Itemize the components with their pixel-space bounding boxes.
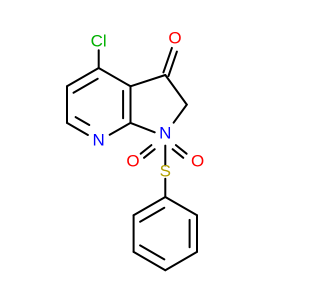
bond-s-o-left-b: [139, 144, 153, 155]
bond-ph-c3-c4-inner: [139, 244, 166, 261]
atom-label-o-sulfonyl-left: O: [126, 151, 139, 170]
atom-label-cl: Cl: [91, 31, 107, 50]
bond-ph-c6-c1: [164, 196, 198, 217]
bond-ph-c3-c4-outer: [132, 250, 167, 272]
structure-canvas: Cl O N N S O O: [0, 0, 300, 300]
bond-c6-n7-inner: [74, 116, 91, 126]
atom-label-o-ketone: O: [168, 28, 181, 47]
bond-n1-c7a: [129, 121, 156, 134]
bond-s-o-right-a: [174, 144, 188, 155]
bond-c3-o-a: [162, 46, 173, 74]
bond-c4-c5-inner: [72, 77, 99, 94]
background: [0, 0, 300, 300]
bond-c3-c2: [164, 74, 188, 106]
bond-c4-c4a: [97, 67, 132, 88]
bond-ph-c4-c5: [164, 250, 198, 272]
bond-ph-c1-c2-outer: [132, 196, 167, 217]
bond-n7-c7a: [108, 121, 132, 136]
bond-c3-o-b: [167, 50, 178, 77]
atom-label-n-pyrrole: N: [159, 123, 171, 142]
bond-c4-c5-outer: [66, 67, 100, 88]
atom-label-s-sulfonyl: S: [160, 161, 171, 180]
bond-s-o-left-a: [143, 148, 156, 159]
bond-c4a-c3: [129, 74, 167, 88]
atom-label-n-pyridine: N: [93, 131, 105, 150]
bond-c2-n1: [172, 103, 188, 124]
bond-s-o-right-b: [171, 148, 185, 159]
atom-label-o-sulfonyl-right: O: [191, 151, 204, 170]
bond-c6-n7-outer: [66, 121, 89, 136]
bond-ph-c1-c2-inner: [139, 206, 166, 223]
